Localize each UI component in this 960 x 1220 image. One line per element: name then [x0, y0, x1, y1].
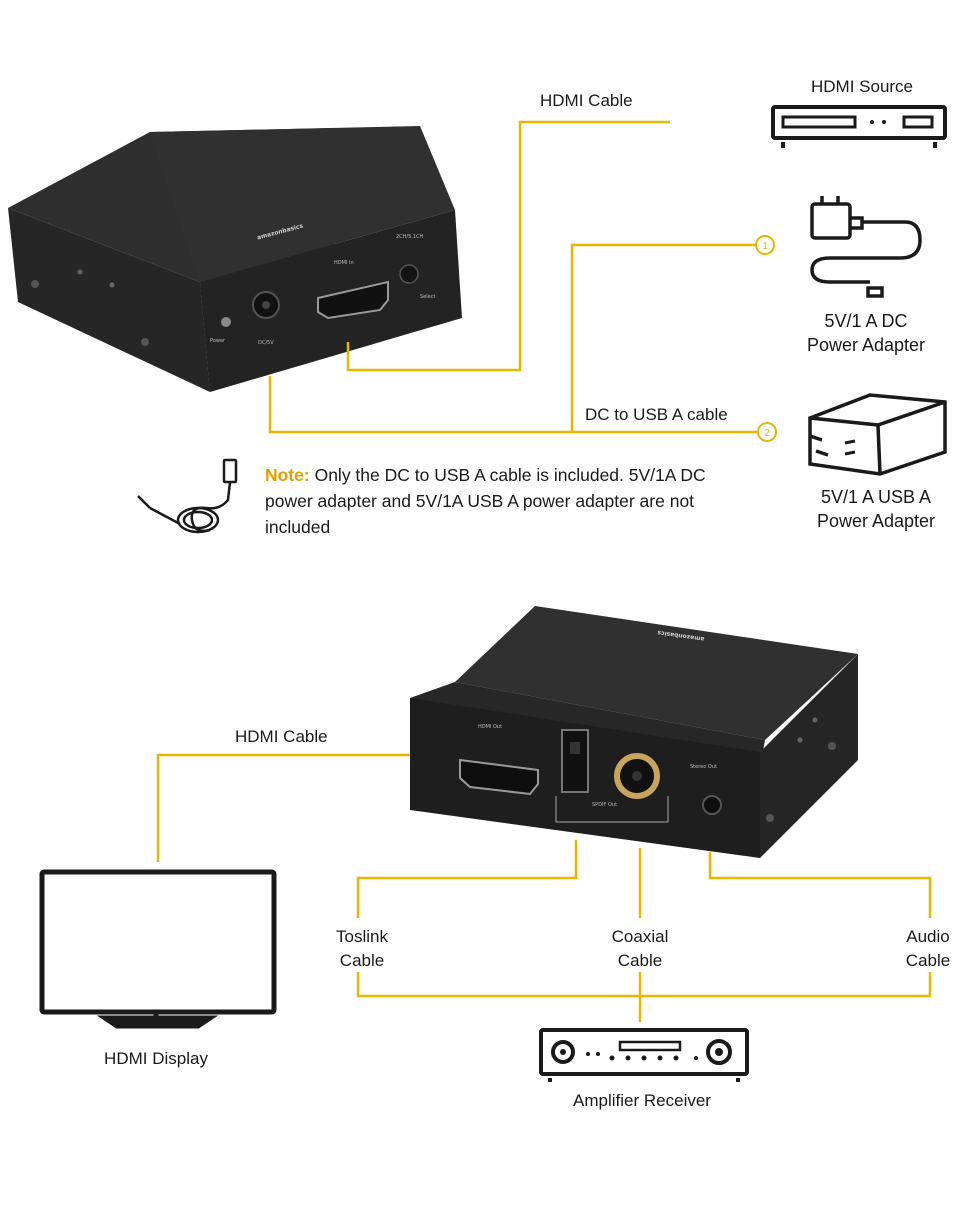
dc-power-adapter-icon — [810, 196, 922, 298]
toslink-port — [561, 729, 589, 793]
coaxial-label-line1: Coaxial — [611, 927, 669, 946]
amplifier-receiver-label: Amplifier Receiver — [573, 1091, 711, 1110]
port-label-select: Select — [420, 294, 435, 300]
usb-adapter-label-line1: 5V/1 A USB A — [820, 487, 932, 507]
hdmi-in-port — [317, 280, 389, 320]
note-text: Note: Only the DC to USB A cable is incl… — [265, 462, 735, 540]
note-body: Only the DC to USB A cable is included. … — [265, 465, 706, 537]
note-prefix: Note: — [265, 465, 310, 485]
port-label-spdif: SPDIF Out — [592, 802, 617, 808]
hdmi-cable-bottom-label: HDMI Cable — [235, 727, 328, 746]
dc-adapter-label-line2: Power Adapter — [806, 335, 926, 355]
dc-adapter-label-line1: 5V/1 A DC — [824, 311, 908, 331]
receiver-bus-line — [356, 972, 932, 998]
usb-power-adapter-icon — [808, 393, 947, 476]
audio-cable-line-top — [708, 852, 932, 918]
toslink-label-line1: Toslink — [336, 927, 388, 946]
dc-adapter-cable-line — [570, 243, 756, 432]
bottom-cables — [156, 753, 932, 1022]
stereo-port — [702, 795, 722, 815]
marker-2: 2 — [757, 422, 777, 442]
dc-to-usb-cable-line — [268, 376, 758, 434]
port-label-hdmi-in: HDMI In — [334, 260, 354, 266]
svg-text:1: 1 — [762, 241, 768, 252]
audio-label-line1: Audio — [906, 927, 950, 946]
hdmi-display-label: HDMI Display — [104, 1049, 208, 1068]
hdmi-cable-bottom-line — [156, 753, 410, 862]
svg-text:2: 2 — [764, 428, 770, 439]
hdmi-display-icon — [39, 869, 277, 1029]
marker-1: 1 — [755, 235, 775, 255]
toslink-label-line2: Cable — [339, 951, 385, 970]
hdmi-cable-top-label: HDMI Cable — [540, 91, 633, 110]
selector-switch — [399, 264, 419, 284]
port-label-power: Power — [210, 338, 226, 344]
port-label-dc: DC/5V — [258, 340, 274, 346]
hdmi-source-label: HDMI Source — [810, 77, 914, 96]
hdmi-audio-extractor-top: amazonbasics Power DC/5V HDMI In 2CH/5.1… — [8, 126, 462, 392]
port-label-hdmi-out: HDMI Out — [478, 724, 502, 730]
hdmi-cable-top-line — [346, 120, 670, 372]
toslink-cable-line-top — [356, 840, 578, 918]
hdmi-audio-extractor-bottom: amazonbasics HDMI Out SPDIF Out Stereo O… — [410, 606, 858, 858]
port-label-stereo: Stereo Out — [690, 764, 717, 770]
power-led — [221, 317, 231, 327]
amplifier-receiver-icon — [539, 1028, 749, 1082]
usb-adapter-label-line2: Power Adapter — [816, 511, 936, 531]
top-cables — [268, 120, 758, 434]
hdmi-out-port — [459, 758, 539, 796]
dc-to-usb-label: DC to USB A cable — [585, 405, 728, 424]
audio-label-line2: Cable — [905, 951, 951, 970]
hdmi-source-icon — [771, 105, 947, 148]
port-label-edid: 2CH/5.1CH — [396, 234, 424, 240]
dc-to-usb-cable-icon — [137, 458, 238, 534]
coaxial-label-line2: Cable — [617, 951, 663, 970]
